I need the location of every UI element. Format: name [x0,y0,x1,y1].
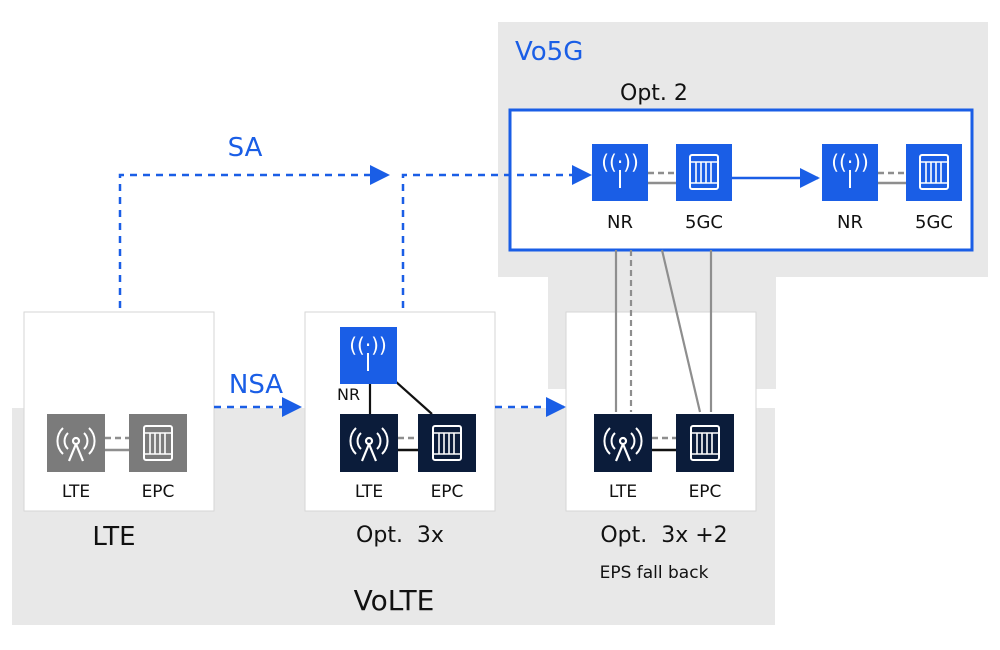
5gc-node-left [676,144,732,201]
nr-label: NR [337,385,360,404]
sa-label: SA [228,133,263,163]
epc-node [676,414,734,472]
opt3x-panel [304,311,496,512]
opt2-right-pair: NR 5GC [822,144,962,233]
nr-label-right: NR [837,212,863,233]
opt3x2-panel [565,311,757,512]
volte-label: VoLTE [354,584,435,617]
lte-ran-label: LTE [355,482,383,502]
opt2-left-pair: NR 5GC [592,144,732,233]
opt3x-pair: NR LTE EPC [337,327,476,502]
epc-label: EPC [689,482,722,502]
sa-arrow-2 [401,165,592,308]
lte-caption: LTE [92,522,135,552]
opt3x-caption: Opt. 3x [356,523,444,548]
lte-ran-label: LTE [62,482,90,502]
lte-panel [23,311,215,512]
epc-node [129,414,187,472]
5gc-label-right: 5GC [915,212,953,233]
interworking-links [614,249,713,413]
lte-ran-label: LTE [609,482,637,502]
vo5g-label: Vo5G [515,37,583,67]
nsa-label: NSA [229,370,283,400]
nr-label-left: NR [607,212,633,233]
epc-label: EPC [142,482,175,502]
opt2-panel [508,108,974,252]
5gc-label-left: 5GC [685,212,723,233]
opt3x2-pair: LTE EPC [594,414,734,502]
opt3x2-caption: Opt. 3x +2 [600,523,727,548]
lte-pair: LTE EPC [47,414,187,502]
epc-node [418,414,476,472]
opt2-label: Opt. 2 [620,81,688,106]
epc-label: EPC [431,482,464,502]
5gc-node-right [906,144,962,201]
sa-arrow-1 [118,165,390,308]
eps-fallback-label: EPS fall back [600,563,709,583]
